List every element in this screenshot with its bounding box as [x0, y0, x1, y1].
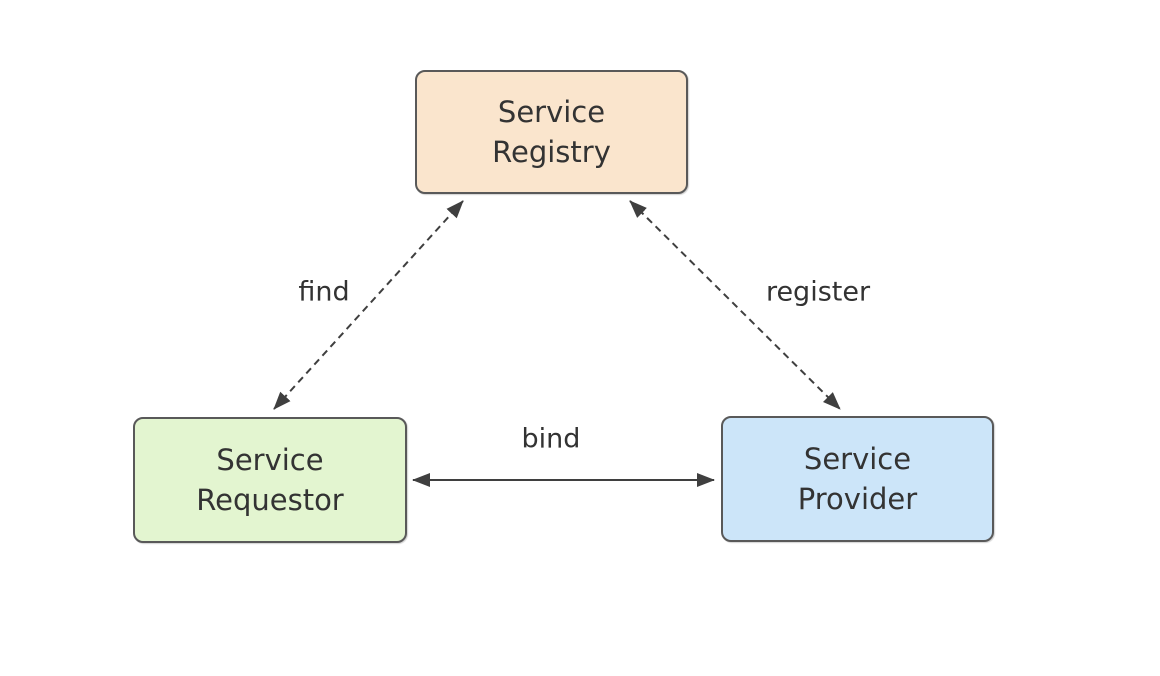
node-label-line: Service: [216, 442, 324, 477]
edge-label-bind: bind: [517, 423, 585, 455]
node-service-requestor: Service Requestor: [133, 417, 407, 543]
node-label-line: Service: [497, 94, 606, 129]
node-label-line: Requestor: [196, 483, 344, 517]
node-label-line: Service: [803, 441, 912, 476]
node-service-registry: Service Registry: [415, 70, 688, 194]
register-arrow: [629, 200, 841, 410]
node-label-line: Provider: [797, 482, 918, 516]
find-arrow: [273, 200, 464, 410]
edge-label-register: register: [761, 276, 875, 308]
edge-label-find: find: [294, 276, 354, 308]
node-label-line: Registry: [492, 135, 611, 169]
node-service-provider: Service Provider: [721, 416, 994, 542]
